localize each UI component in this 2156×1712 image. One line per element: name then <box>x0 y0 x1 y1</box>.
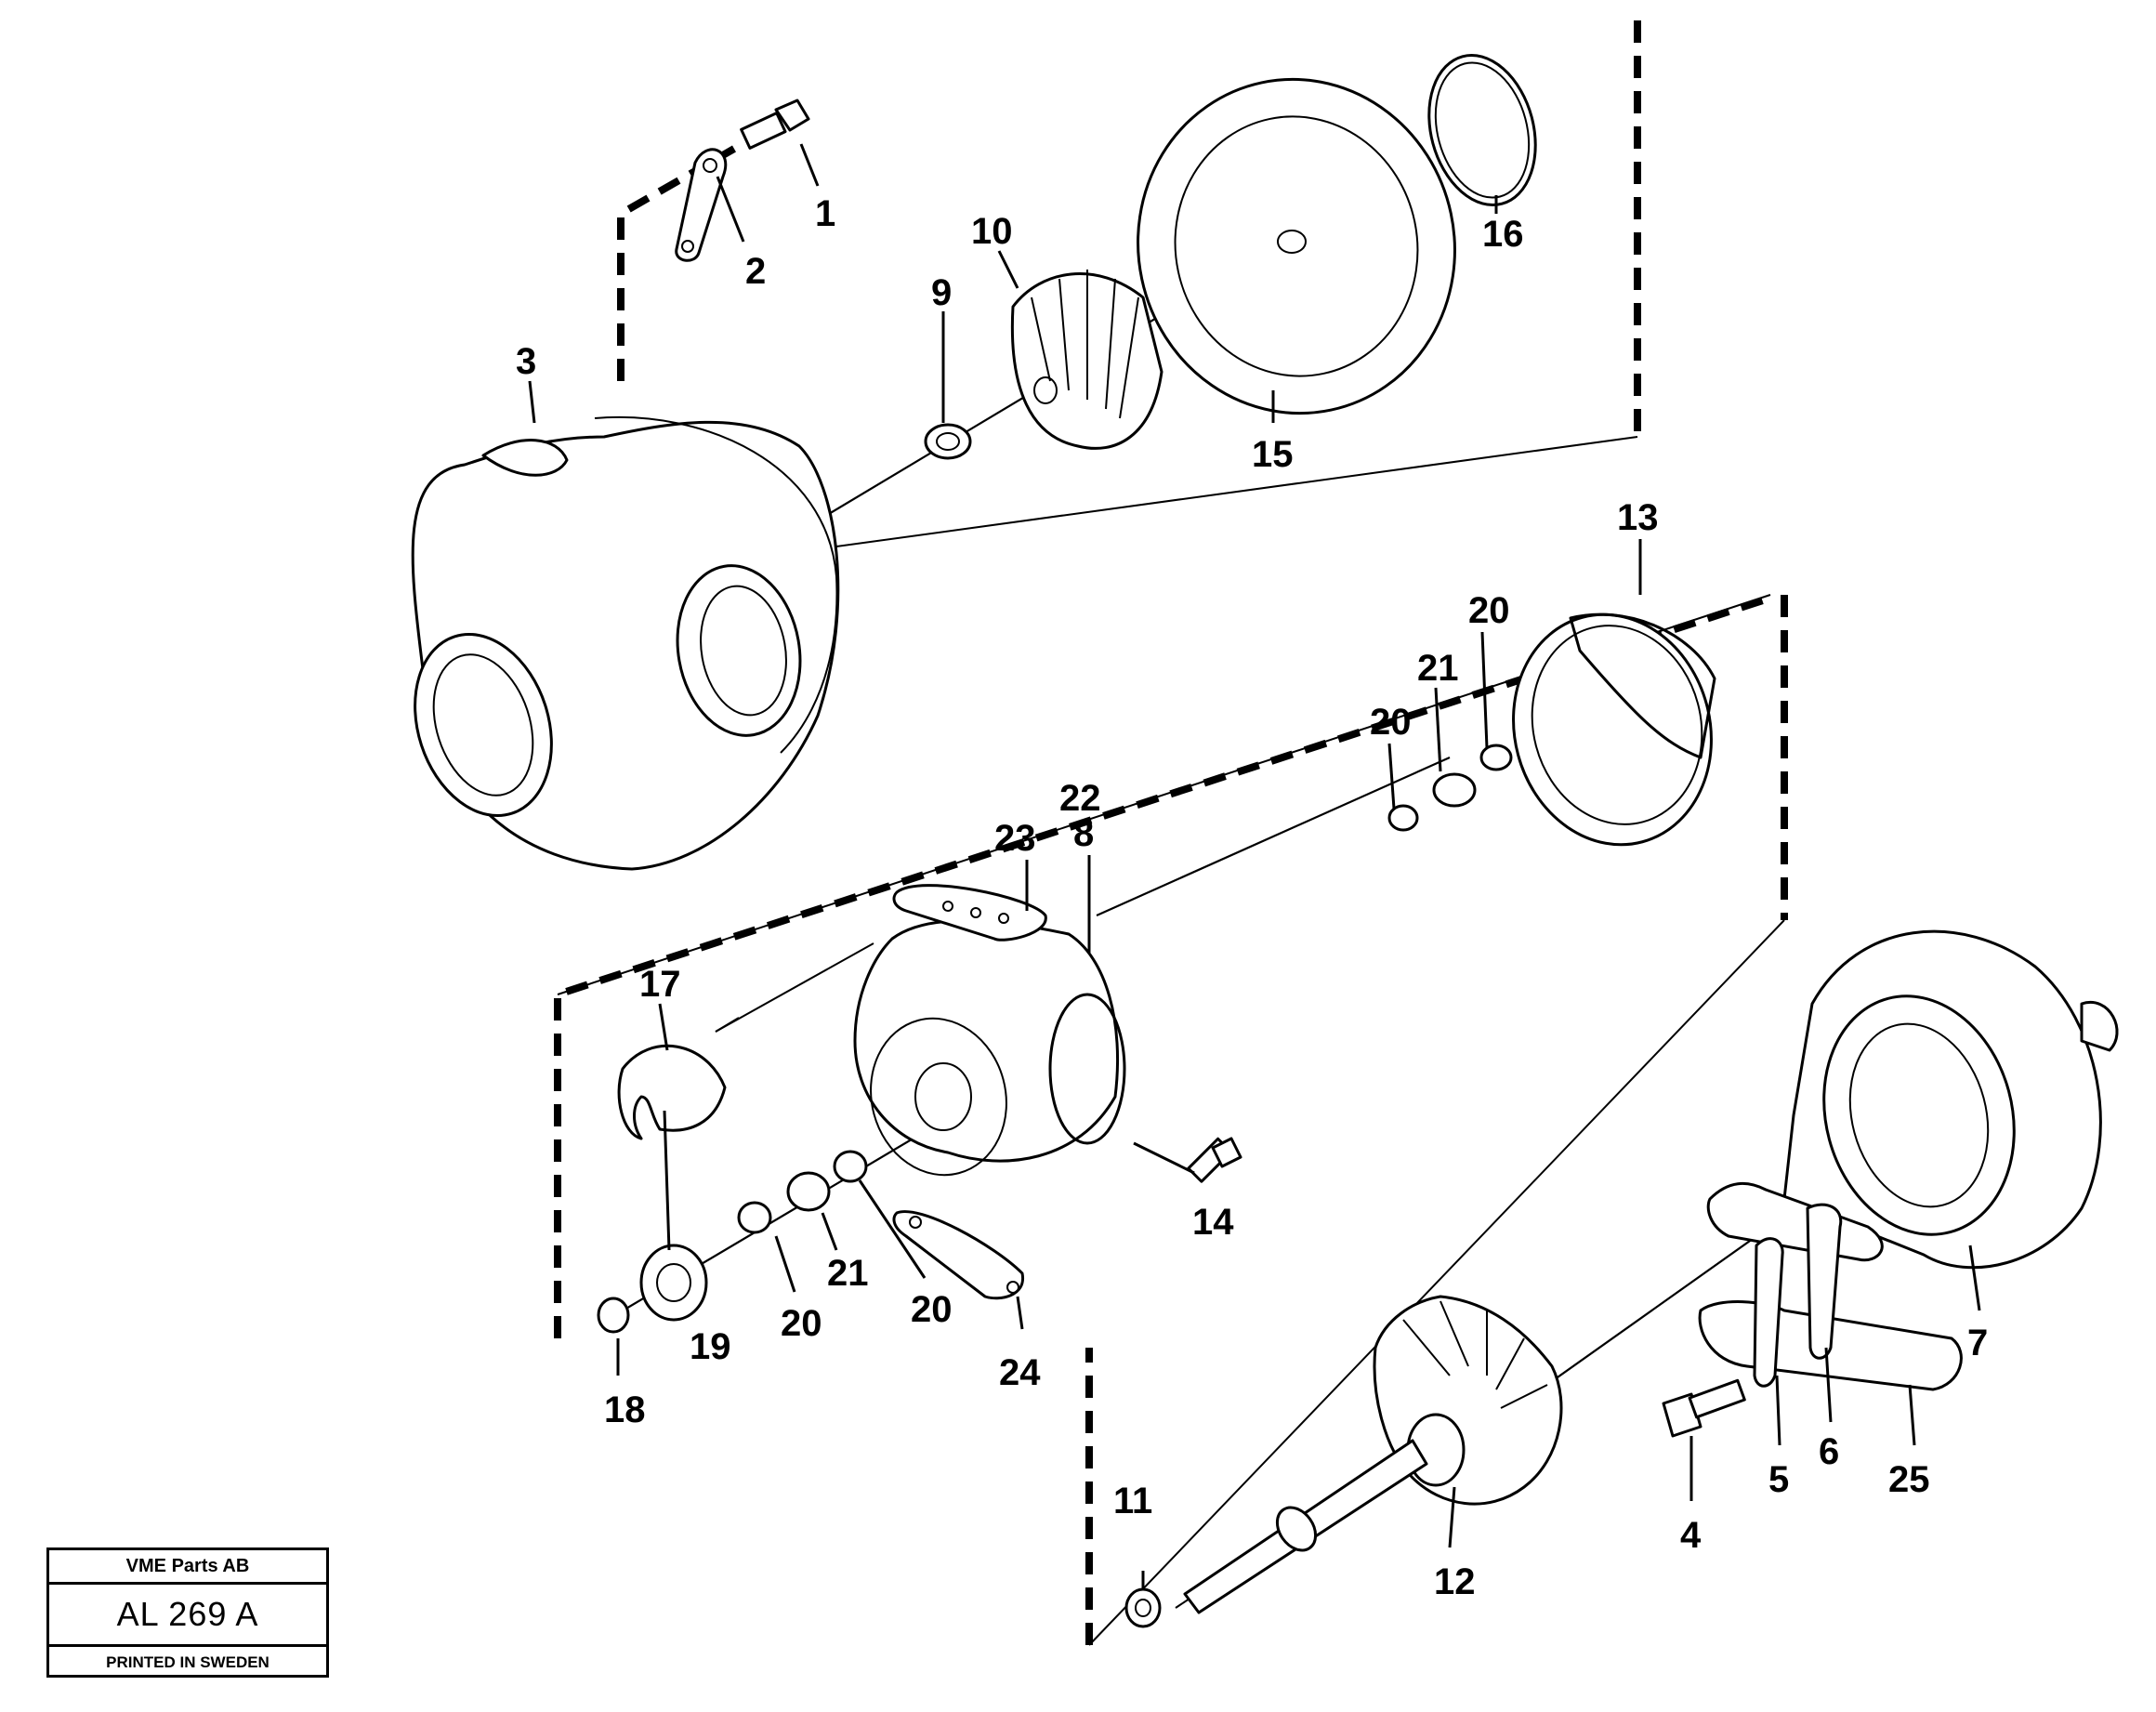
callout-3: 3 <box>516 341 536 382</box>
callout-21-upper: 21 <box>1417 648 1459 689</box>
compressor-wheel-10 <box>1010 270 1163 450</box>
callout-24: 24 <box>999 1352 1041 1393</box>
callout-9: 9 <box>931 272 952 313</box>
leader-lines <box>528 143 1981 1589</box>
gasket-24 <box>892 1210 1024 1300</box>
callout-20-lower-right: 20 <box>911 1289 953 1330</box>
callout-11: 11 <box>1113 1481 1152 1521</box>
callout-21-lower: 21 <box>827 1253 869 1294</box>
callout-labels: 1 2 3 4 5 6 7 8 9 10 11 12 13 14 15 16 1… <box>516 193 1988 1602</box>
callout-6: 6 <box>1819 1431 1839 1472</box>
callout-20-upper-left: 20 <box>1370 702 1412 743</box>
callout-20-lower-left: 20 <box>781 1303 822 1344</box>
callout-18: 18 <box>604 1389 646 1430</box>
callout-19: 19 <box>690 1326 731 1367</box>
callout-17: 17 <box>639 964 681 1005</box>
nut-11 <box>1124 1587 1162 1628</box>
back-plate-15 <box>1137 77 1456 415</box>
callout-4: 4 <box>1680 1515 1702 1556</box>
plate-code: AL 269 A <box>49 1585 326 1647</box>
title-plate: VME Parts AB AL 269 A PRINTED IN SWEDEN <box>46 1547 329 1678</box>
callout-25: 25 <box>1888 1459 1930 1500</box>
callout-7: 7 <box>1967 1323 1988 1363</box>
turbine-housing-7 <box>1706 929 2119 1270</box>
callout-22: 22 <box>1059 778 1101 819</box>
heat-shield-13 <box>1512 612 1716 847</box>
callout-5: 5 <box>1768 1459 1789 1500</box>
callout-10: 10 <box>971 211 1013 252</box>
callout-20-upper-right: 20 <box>1468 590 1510 631</box>
callout-15: 15 <box>1252 434 1294 475</box>
rings-lower <box>597 1150 868 1334</box>
plate-printed: PRINTED IN SWEDEN <box>106 1653 270 1671</box>
rings-upper <box>1387 744 1513 832</box>
callout-1: 1 <box>815 193 835 234</box>
bracket-2 <box>675 148 728 262</box>
callout-13: 13 <box>1617 497 1659 538</box>
callout-2: 2 <box>745 251 766 292</box>
bolt-4 <box>1662 1378 1746 1438</box>
nut-9 <box>924 423 972 460</box>
bolt-14 <box>1187 1137 1242 1183</box>
callout-16: 16 <box>1482 214 1524 255</box>
callout-23: 23 <box>994 818 1036 859</box>
compressor-housing-3 <box>411 416 840 871</box>
gasket-23 <box>892 884 1047 942</box>
callout-8: 8 <box>1073 813 1094 854</box>
bolt-1 <box>740 99 810 150</box>
turbine-wheel-shaft-12 <box>1175 1295 1563 1614</box>
lock-plates-5-6 <box>1753 1203 1843 1388</box>
o-ring-16 <box>1427 54 1537 206</box>
callout-14: 14 <box>1192 1202 1234 1243</box>
thrust-collar-17 <box>617 1017 740 1140</box>
plate-company: VME Parts AB <box>49 1550 326 1585</box>
callout-12: 12 <box>1434 1561 1476 1602</box>
